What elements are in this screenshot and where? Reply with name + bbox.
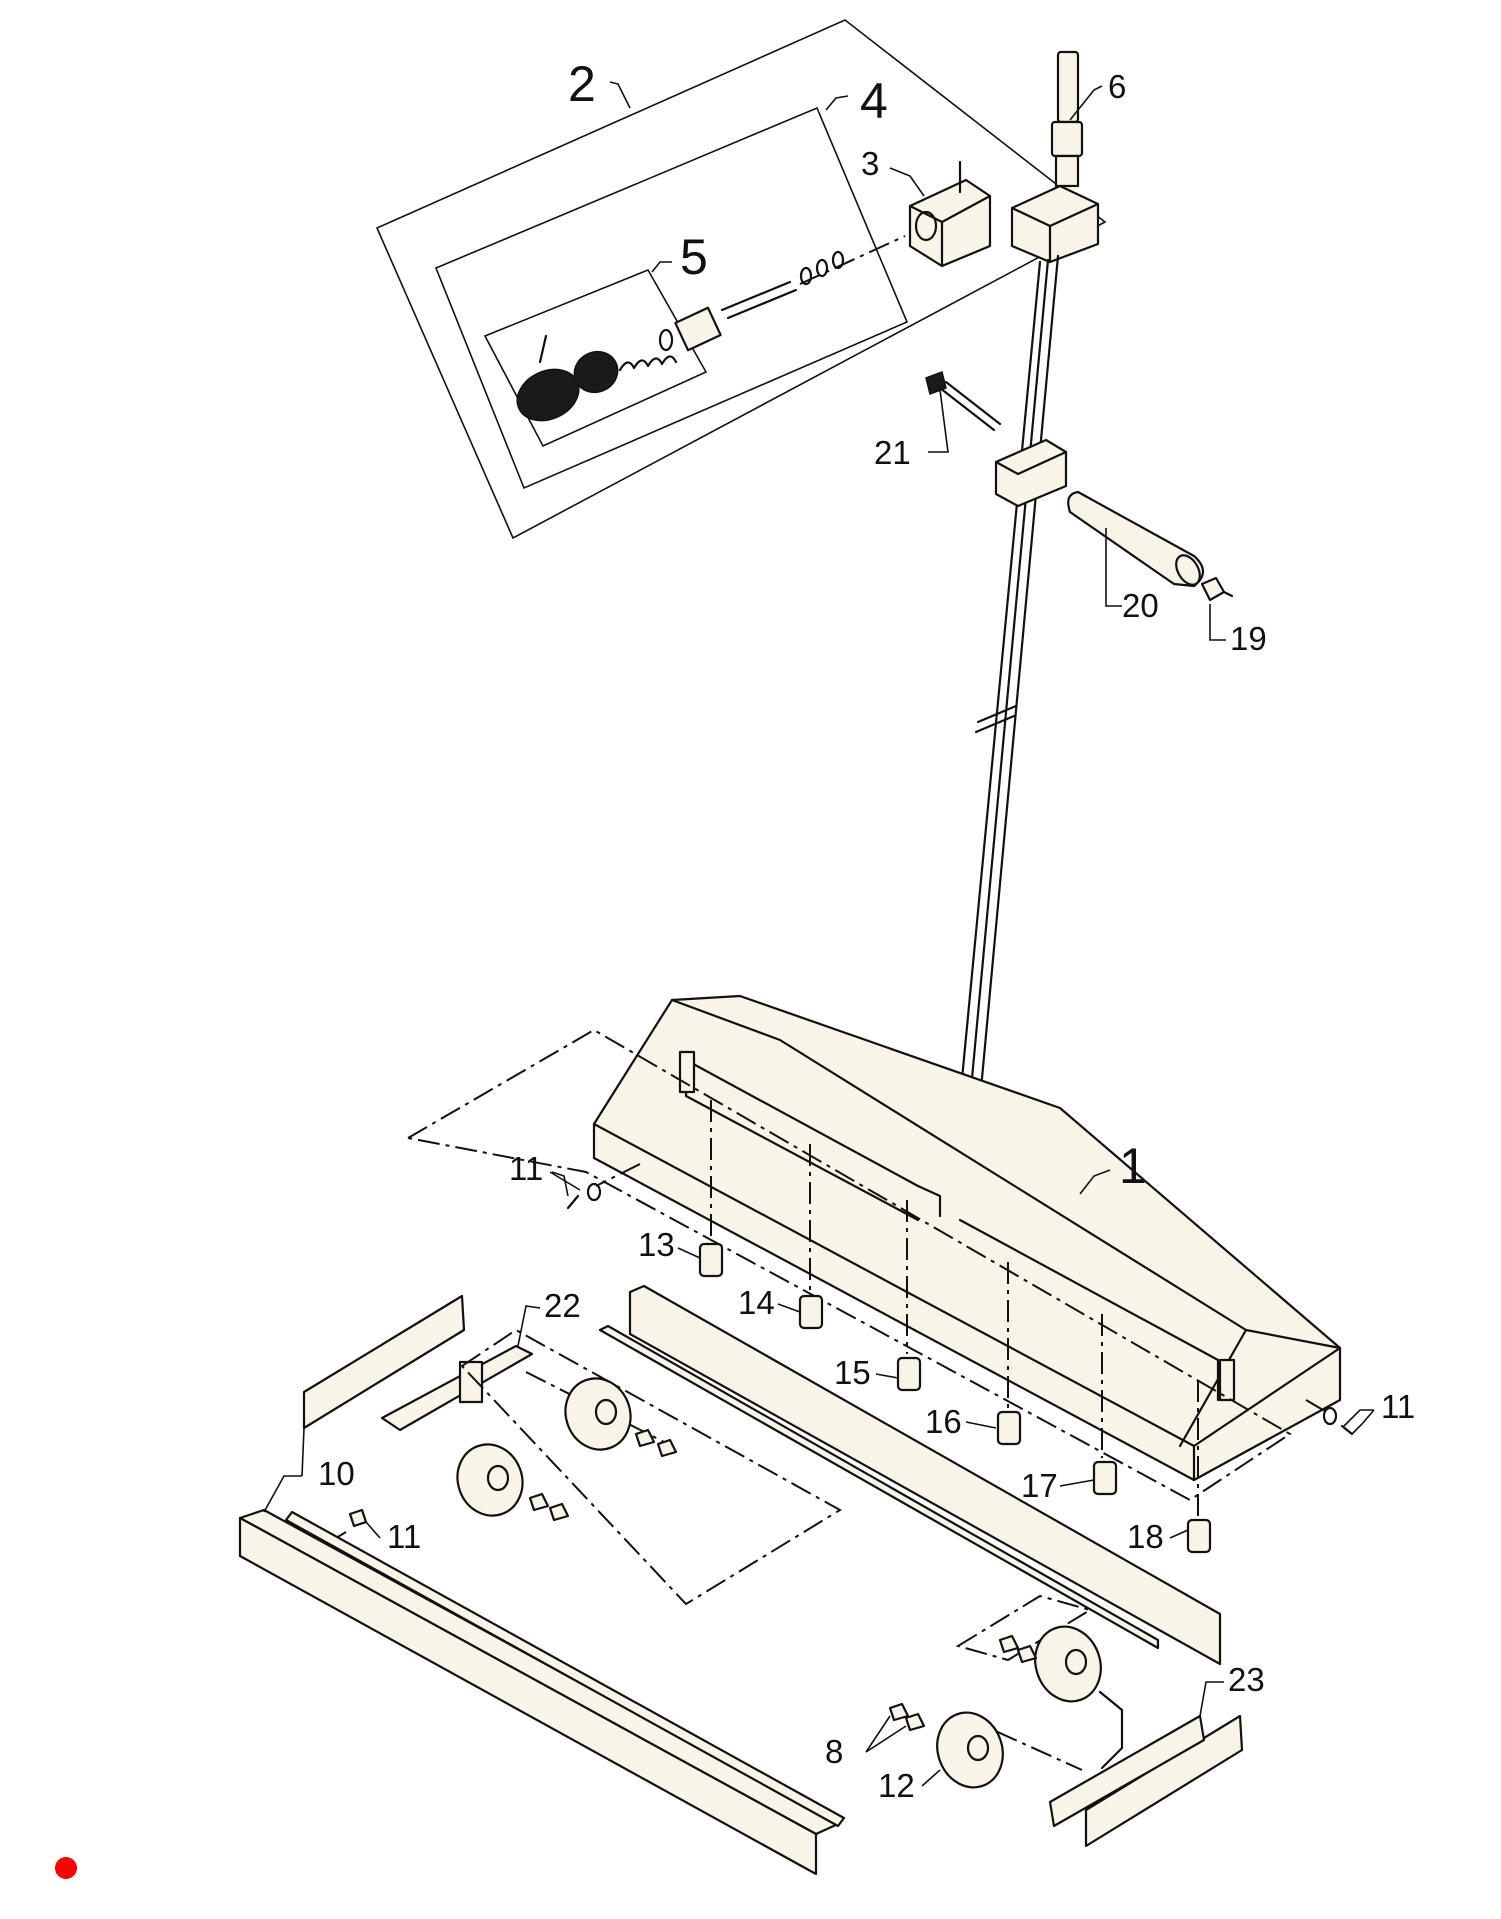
callout-c12: 12 — [878, 1767, 915, 1804]
wheel-bracket-22 — [380, 1328, 842, 1606]
wheel-part-upper-left — [564, 1377, 678, 1458]
squeegee-strip-rear — [598, 1284, 1222, 1666]
valve-knob-part — [516, 334, 619, 422]
wheel-part-lower-right — [888, 1702, 1004, 1789]
callout-c18: 18 — [1127, 1518, 1164, 1555]
squeegee-strip-front — [238, 1508, 846, 1876]
callout-c10: 10 — [318, 1455, 355, 1492]
callout-c23: 23 — [1228, 1661, 1265, 1698]
callout-c22: 22 — [544, 1287, 581, 1324]
base-dash-outline — [405, 1028, 1292, 1502]
callout-c11b: 11 — [1381, 1388, 1415, 1425]
callout-c15: 15 — [834, 1354, 871, 1391]
bolt-part-21 — [925, 371, 1002, 432]
wheel-part-lower-left — [456, 1443, 570, 1522]
callout-c2: 2 — [568, 56, 596, 112]
callout-c6: 6 — [1108, 68, 1126, 105]
base-body-part-1 — [592, 994, 1342, 1482]
wheel-part-upper-right — [998, 1625, 1102, 1703]
grip-part-20 — [1067, 490, 1205, 588]
nut-part-19 — [1200, 576, 1234, 602]
callout-c8: 8 — [825, 1733, 843, 1770]
valve-body-part — [674, 235, 906, 352]
callout-c21: 21 — [874, 434, 911, 471]
valve-block-part-3 — [908, 160, 992, 268]
squeegee-strip-rear-left — [302, 1294, 466, 1430]
spring-part — [618, 328, 678, 372]
spray-nozzles — [698, 1100, 1212, 1554]
callout-c19: 19 — [1230, 620, 1267, 657]
callout-c17: 17 — [1021, 1467, 1058, 1504]
callout-c4: 4 — [860, 73, 888, 129]
callout-c11c: 11 — [387, 1518, 421, 1555]
red-dot-marker — [55, 1857, 77, 1879]
inset-assembly-4 — [434, 95, 909, 490]
callout-c16: 16 — [925, 1403, 962, 1440]
callout-c20: 20 — [1122, 587, 1159, 624]
callout-c14: 14 — [738, 1284, 775, 1321]
leader-lines — [263, 85, 1375, 1787]
callout-c13: 13 — [638, 1226, 675, 1263]
callout-c1: 1 — [1119, 1138, 1147, 1194]
callout-c11a: 11 — [509, 1150, 543, 1187]
callout-c3: 3 — [861, 145, 879, 182]
nozzle-part-6 — [1050, 50, 1084, 188]
inset-assembly-2 — [375, 19, 1107, 540]
callout-c5: 5 — [680, 229, 708, 285]
